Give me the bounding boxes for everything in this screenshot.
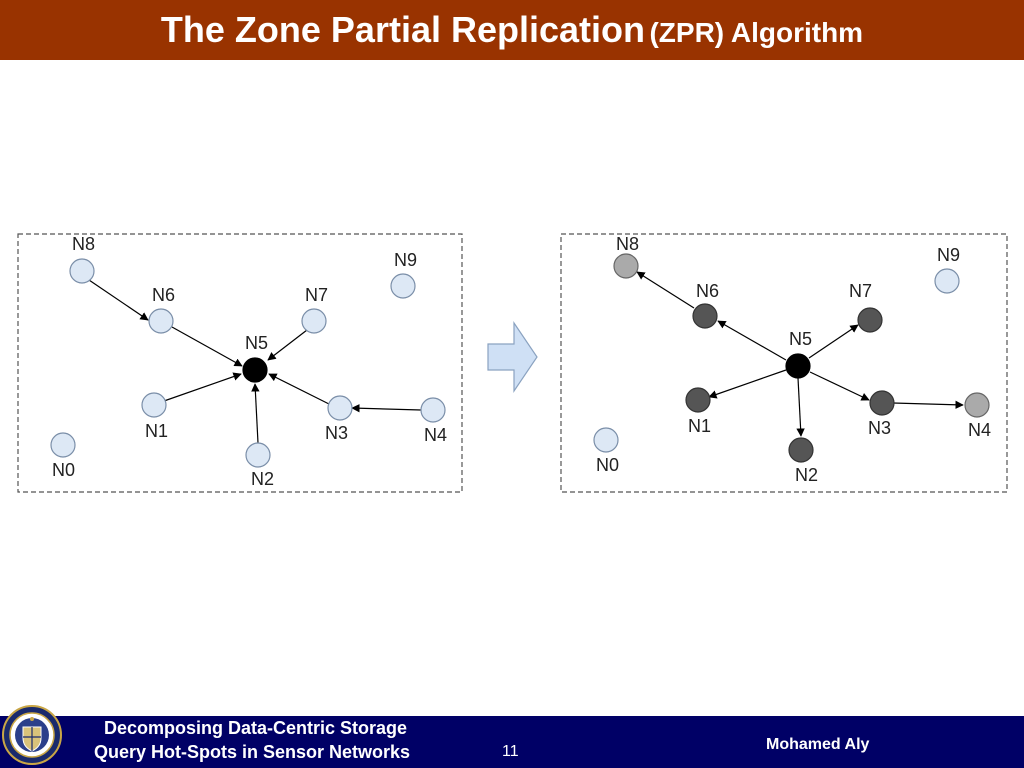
label-n1: N1 (145, 421, 168, 441)
label-n0: N0 (52, 460, 75, 480)
label-n9: N9 (937, 245, 960, 265)
label-n2: N2 (795, 465, 818, 485)
node-n2 (245, 442, 271, 468)
node-n7 (301, 308, 327, 334)
label-n4: N4 (968, 420, 991, 440)
node-n4 (420, 397, 446, 423)
title-bar: The Zone Partial Replication (ZPR) Algor… (0, 0, 1024, 60)
slide-title: The Zone Partial Replication (160, 9, 646, 50)
edge-n1-n5 (163, 372, 242, 402)
node-n4 (964, 392, 990, 418)
label-n7: N7 (305, 285, 328, 305)
edge-n5-n2 (796, 377, 805, 437)
edge-n5-n7 (808, 324, 859, 359)
right-arrow-icon (487, 321, 538, 393)
edge-n6-n5 (171, 326, 243, 367)
node-n5 (785, 353, 811, 379)
page-number: 11 (502, 743, 519, 760)
author-name: Mohamed Aly (766, 736, 870, 753)
label-n2: N2 (251, 469, 274, 489)
footer-title-line1: Decomposing Data-Centric Storage (104, 718, 408, 738)
label-n6: N6 (696, 281, 719, 301)
right-panel: N0 N1 N2 N3 N4 N5 N6 N7 N8 N9 (560, 233, 1008, 493)
label-n4: N4 (424, 425, 447, 445)
node-n1 (141, 392, 167, 418)
node-n5 (242, 357, 268, 383)
label-n7: N7 (849, 281, 872, 301)
left-panel-border (17, 233, 463, 493)
edge-n5-n1 (708, 369, 787, 399)
node-n8 (613, 253, 639, 279)
edge-n5-n6 (717, 320, 787, 361)
node-n0 (593, 427, 619, 453)
university-seal-icon (2, 705, 62, 765)
edge-n4-n3 (351, 404, 422, 413)
node-n2 (788, 437, 814, 463)
label-n0: N0 (596, 455, 619, 475)
label-n3: N3 (325, 423, 348, 443)
node-n9 (390, 273, 416, 299)
edge-n2-n5 (251, 383, 260, 444)
node-n3 (869, 390, 895, 416)
node-n9 (934, 268, 960, 294)
label-n6: N6 (152, 285, 175, 305)
slide-title-suffix: (ZPR) Algorithm (649, 17, 864, 48)
label-n3: N3 (868, 418, 891, 438)
node-n7 (857, 307, 883, 333)
label-n9: N9 (394, 250, 417, 270)
label-n8: N8 (72, 234, 95, 254)
node-n0 (50, 432, 76, 458)
node-n6 (692, 303, 718, 329)
edge-n5-n3 (809, 371, 870, 401)
footer-title-line2: Query Hot-Spots in Sensor Networks (94, 742, 411, 762)
left-panel: N0 N1 N2 N3 N4 N5 N6 N7 N8 N9 (17, 233, 463, 493)
label-n8: N8 (616, 234, 639, 254)
edge-n8-n6 (88, 279, 149, 321)
node-n1 (685, 387, 711, 413)
edge-n6-n8 (636, 271, 695, 309)
edge-n3-n4 (892, 400, 964, 409)
node-n3 (327, 395, 353, 421)
footer-bar: Decomposing Data-Centric Storage Query H… (0, 716, 1024, 768)
node-n6 (148, 308, 174, 334)
edge-n7-n5 (267, 329, 308, 361)
node-n8 (69, 258, 95, 284)
label-n5: N5 (789, 329, 812, 349)
edge-n3-n5 (268, 373, 330, 405)
label-n5: N5 (245, 333, 268, 353)
label-n1: N1 (688, 416, 711, 436)
